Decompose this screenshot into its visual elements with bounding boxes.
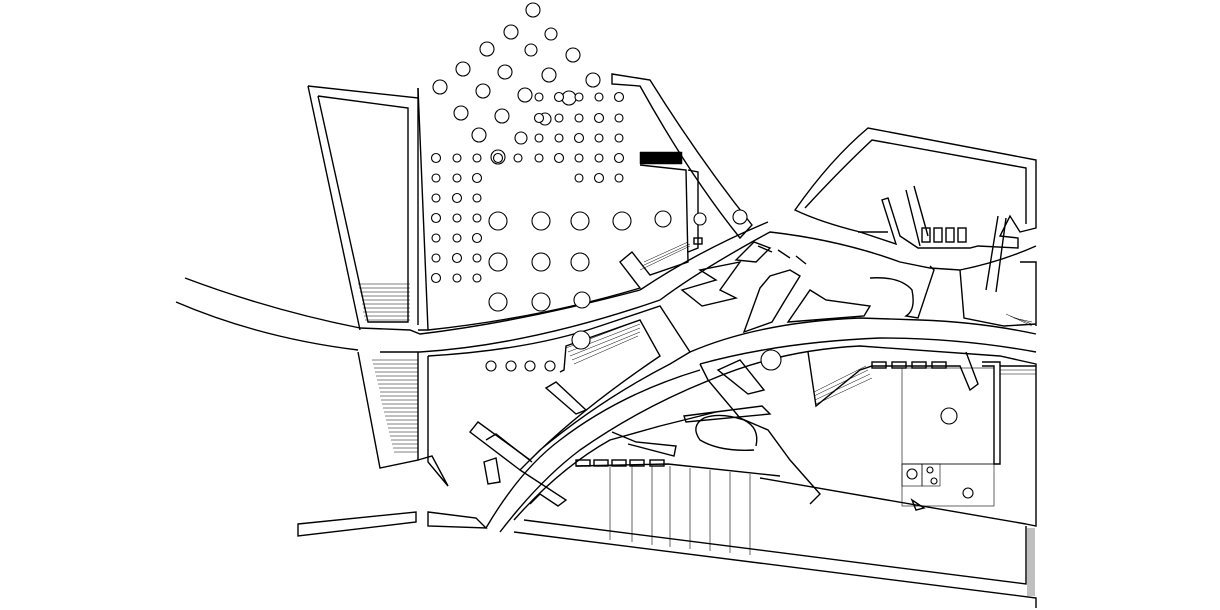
tree-grid-item (472, 193, 482, 203)
tree-grid-item (593, 172, 605, 184)
lower-left-block (357, 305, 691, 487)
trees-grid (430, 91, 625, 284)
tree-grid-item (574, 153, 584, 163)
tree-grid-item (471, 232, 483, 244)
tree-grid-item (431, 253, 441, 263)
tree-grid-item (452, 213, 462, 223)
tree-grid-item (452, 273, 462, 283)
trees-upper-scatter (432, 2, 601, 165)
tree-grid-item (452, 153, 462, 163)
tree-grid-item (430, 272, 442, 284)
tree-grid-item (574, 113, 584, 123)
tree-grid-item (593, 112, 605, 124)
tree-grid-item (594, 133, 604, 143)
left-strip-block (307, 85, 419, 331)
tree-grid-item (613, 91, 625, 103)
tree-grid-item (534, 133, 544, 143)
tree-grid-item (553, 91, 565, 103)
tree-grid-item (614, 173, 624, 183)
tree-grid-item (614, 133, 624, 143)
tree-grid-item (492, 152, 504, 164)
tree-grid-item (574, 92, 584, 102)
tree-grid-item (594, 92, 604, 102)
tree-grid-item (554, 113, 564, 123)
tree-grid-item (451, 252, 463, 264)
tree-grid-item (574, 173, 584, 183)
tree-grid-item (553, 152, 565, 164)
tree-grid-block (417, 73, 753, 331)
tree-grid-item (573, 132, 585, 144)
tree-grid-item (534, 153, 544, 163)
tree-grid-item (472, 213, 482, 223)
tree-grid-item (431, 193, 441, 203)
bottom-left-fragments (297, 369, 711, 537)
tree-grid-item (430, 212, 442, 224)
tree-grid-item (594, 153, 604, 163)
tree-grid-item (613, 152, 625, 164)
tree-grid-item (472, 273, 482, 283)
stairs-north (358, 283, 410, 321)
tree-grid-item (471, 172, 483, 184)
tree-grid-item (452, 173, 462, 183)
southeast-block (513, 345, 1037, 608)
tree-grid-item (513, 153, 523, 163)
tree-grid-item (533, 112, 545, 124)
tree-grid-item (431, 233, 441, 243)
trees-grid-large (488, 209, 748, 312)
central-junction (639, 221, 1037, 365)
tree-grid-item (452, 233, 462, 243)
tree-grid-item (534, 92, 544, 102)
tree-grid-item (472, 153, 482, 163)
northeast-block (793, 127, 1037, 293)
main-road-west (175, 277, 661, 353)
tree-grid-item (430, 152, 442, 164)
tree-grid-item (554, 133, 564, 143)
tree-grid-item (451, 192, 463, 204)
tree-grid-item (431, 173, 441, 183)
tree-grid-item (472, 253, 482, 263)
tree-grid-item (614, 113, 624, 123)
